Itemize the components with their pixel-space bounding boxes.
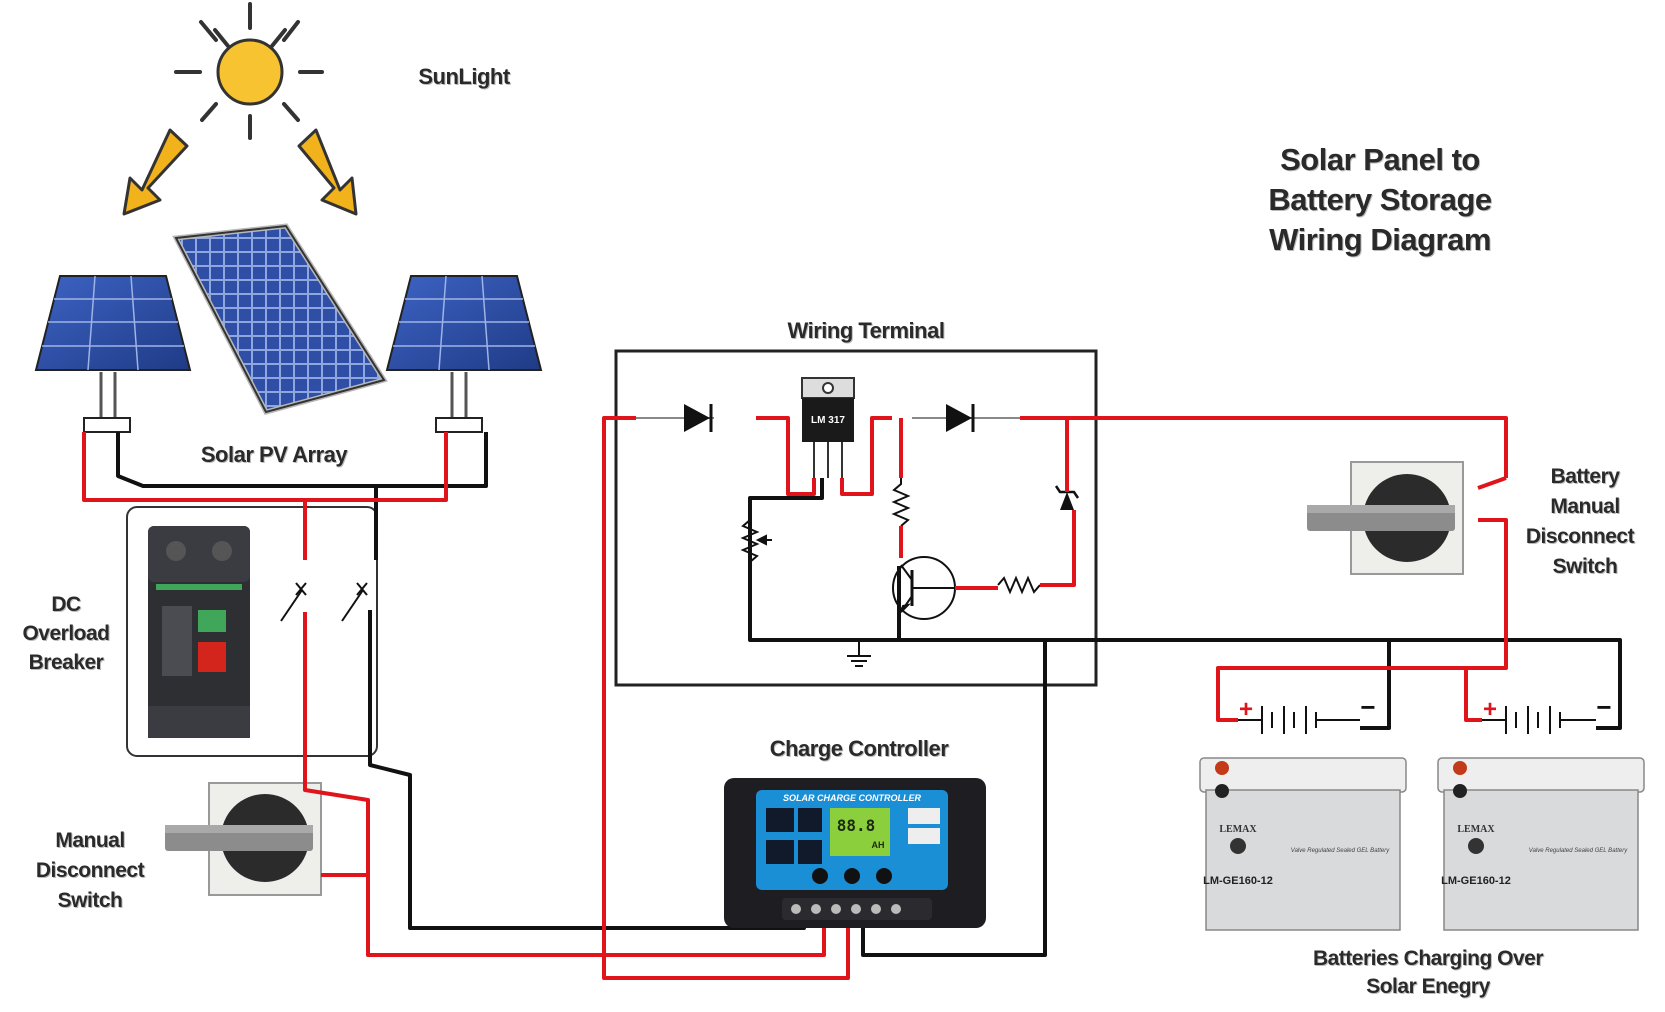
resistor-icon <box>740 516 772 563</box>
regulator-label: LM 317 <box>811 415 845 426</box>
wiring-terminal-box <box>614 349 1098 687</box>
manual-disconnect-label-line3: Switch <box>57 889 123 912</box>
rotary-switch-icon[interactable] <box>165 782 322 896</box>
battery1-negative-terminal: − <box>1360 692 1375 722</box>
controller-panel-title: SOLAR CHARGE CONTROLLER <box>783 793 921 803</box>
battery-switch-label-line2: Manual <box>1550 495 1620 518</box>
battery-unit <box>1199 757 1407 931</box>
battery1-type: Valve Regulated Sealed GEL Battery <box>1291 848 1390 854</box>
solar-panel-icon <box>172 223 388 415</box>
diode-icon <box>912 404 1020 432</box>
positive-wire <box>82 416 1508 980</box>
controller-lcd-units: AH <box>872 840 885 850</box>
diagram-title-line2: Battery Storage <box>1268 182 1492 217</box>
battery-icon <box>1238 706 1360 734</box>
solar-panel-icon <box>385 275 543 433</box>
resistor-icon <box>891 478 911 527</box>
battery-icon <box>1482 706 1596 734</box>
batteries-label-line1: Batteries Charging Over <box>1312 947 1544 970</box>
solar-panel-icon <box>34 275 192 433</box>
diode-icon <box>636 404 714 432</box>
solar-pv-array-label: Solar PV Array <box>200 442 348 467</box>
battery2-negative-terminal: − <box>1596 692 1611 722</box>
sun-icon <box>174 2 324 140</box>
manual-disconnect-label-line2: Disconnect <box>35 859 145 882</box>
controller-lcd-readout: 88.8 <box>837 816 876 835</box>
voltage-regulator-icon <box>801 377 855 478</box>
battery-switch-label-line3: Disconnect <box>1525 525 1635 548</box>
down-arrow-icon <box>297 128 358 216</box>
manual-disconnect-label-line1: Manual <box>55 829 125 852</box>
breaker-switch-symbol <box>280 582 368 622</box>
charge-controller-label: Charge Controller <box>769 736 949 761</box>
batteries-label-line2: Solar Enegry <box>1366 975 1490 998</box>
battery1-brand: LEMAX <box>1219 824 1257 835</box>
dc-breaker-label-line1: DC <box>51 593 81 616</box>
dc-breaker-label-line2: Overload <box>22 622 110 645</box>
diagram-title-line1: Solar Panel to <box>1280 142 1480 177</box>
battery-switch-label-line4: Switch <box>1552 555 1618 578</box>
battery-switch-label-line1: Battery <box>1550 465 1620 488</box>
ground-icon <box>847 640 871 667</box>
breaker-icon <box>148 526 250 738</box>
dc-breaker-label-line3: Breaker <box>28 651 104 674</box>
battery1-positive-terminal: + <box>1239 696 1253 723</box>
transistor-icon <box>892 556 956 620</box>
diagram-title-line3: Wiring Diagram <box>1269 222 1491 257</box>
sunlight-label: SunLight <box>418 64 510 89</box>
rotary-switch-icon[interactable] <box>1307 461 1464 575</box>
negative-wire <box>116 432 1622 957</box>
battery2-brand: LEMAX <box>1457 824 1495 835</box>
battery1-model: LM-GE160-12 <box>1203 875 1273 887</box>
battery-unit <box>1437 757 1645 931</box>
wiring-terminal-label: Wiring Terminal <box>787 318 945 343</box>
battery2-positive-terminal: + <box>1483 696 1497 723</box>
battery2-model: LM-GE160-12 <box>1441 875 1511 887</box>
resistor-icon <box>997 575 1041 595</box>
charge-controller-icon <box>724 778 986 928</box>
battery2-type: Valve Regulated Sealed GEL Battery <box>1529 848 1628 854</box>
down-arrow-icon <box>122 128 189 216</box>
breaker-enclosure <box>126 506 378 757</box>
